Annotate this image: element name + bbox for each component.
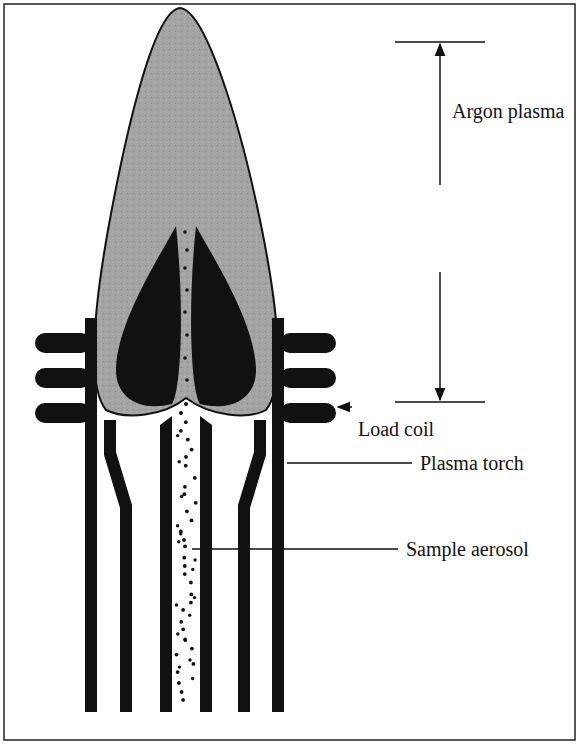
middle-tube-wall: [104, 420, 132, 712]
plasma-lobe: [116, 226, 181, 406]
plasma-lobe: [191, 226, 256, 406]
part-label: Plasma torch: [420, 452, 524, 474]
middle-tube-wall: [238, 420, 266, 712]
argon-plasma: [94, 8, 278, 415]
part-label: Load coil: [358, 418, 434, 440]
frame: [4, 4, 575, 740]
part-label: Argon plasma: [452, 100, 564, 122]
load-coil: [35, 333, 336, 423]
part-label: Sample aerosol: [406, 538, 529, 560]
injector-tube-wall: [160, 416, 172, 712]
injector-tube-wall: [200, 416, 212, 712]
aerosol-droplets: [175, 230, 198, 702]
dimension-line: [395, 42, 485, 402]
